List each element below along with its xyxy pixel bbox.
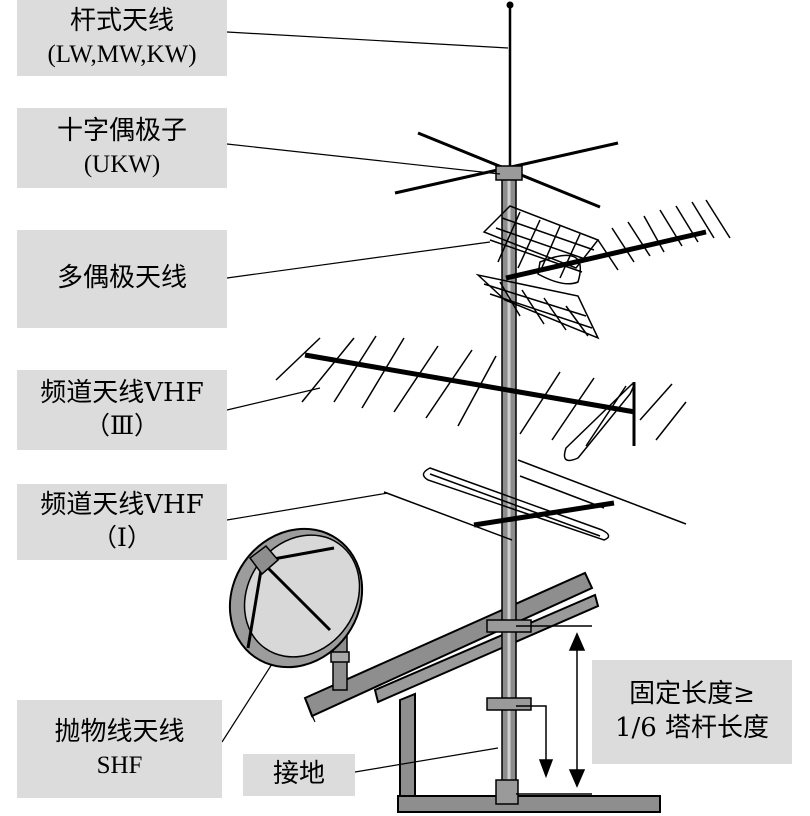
fixed-length-line1: 固定长度≥ bbox=[629, 679, 755, 710]
ground-wire bbox=[516, 705, 554, 779]
vhf3-label: 频道天线VHF （Ⅲ） bbox=[17, 370, 227, 450]
vhf1-antenna bbox=[383, 459, 687, 541]
parabolic-dish-antenna bbox=[228, 527, 364, 691]
rod-antenna-title: 杆式天线 bbox=[69, 5, 174, 36]
leader-lines bbox=[221, 31, 509, 773]
ground-label: 接地 bbox=[243, 754, 355, 796]
cross-dipole-title: 十字偶极子 bbox=[56, 115, 187, 146]
vhf1-label: 频道天线VHF （Ⅰ） bbox=[17, 484, 227, 560]
rod-antenna bbox=[506, 1, 514, 170]
multi-dipole-antenna bbox=[475, 199, 731, 340]
multi-dipole-label: 多偶极天线 bbox=[17, 230, 227, 328]
cross-dipole-antenna bbox=[394, 131, 619, 209]
mast-clamps bbox=[486, 619, 532, 805]
fixed-length-dimension bbox=[516, 625, 592, 795]
parabolic-label: 抛物线天线 SHF bbox=[17, 700, 222, 798]
parabolic-title: 抛物线天线 bbox=[54, 716, 185, 747]
fixed-length-label: 固定长度≥ 1/6 塔杆长度 bbox=[592, 660, 792, 764]
parabolic-band: SHF bbox=[96, 751, 143, 779]
rod-antenna-label: 杆式天线 (LW,MW,KW) bbox=[17, 0, 227, 76]
multi-dipole-title: 多偶极天线 bbox=[56, 263, 187, 294]
rod-antenna-bands: (LW,MW,KW) bbox=[47, 40, 197, 68]
cross-dipole-label: 十字偶极子 (UKW) bbox=[17, 108, 227, 188]
vhf3-title: 频道天线VHF bbox=[40, 377, 204, 408]
vhf3-band: （Ⅲ） bbox=[84, 412, 160, 440]
vhf3-antenna bbox=[275, 335, 687, 462]
vhf1-band: （Ⅰ） bbox=[92, 524, 152, 552]
fixed-length-line2: 1/6 塔杆长度 bbox=[614, 713, 770, 743]
cross-dipole-band: (UKW) bbox=[83, 150, 161, 178]
vhf1-title: 频道天线VHF bbox=[40, 489, 204, 520]
ground-title: 接地 bbox=[272, 759, 325, 790]
